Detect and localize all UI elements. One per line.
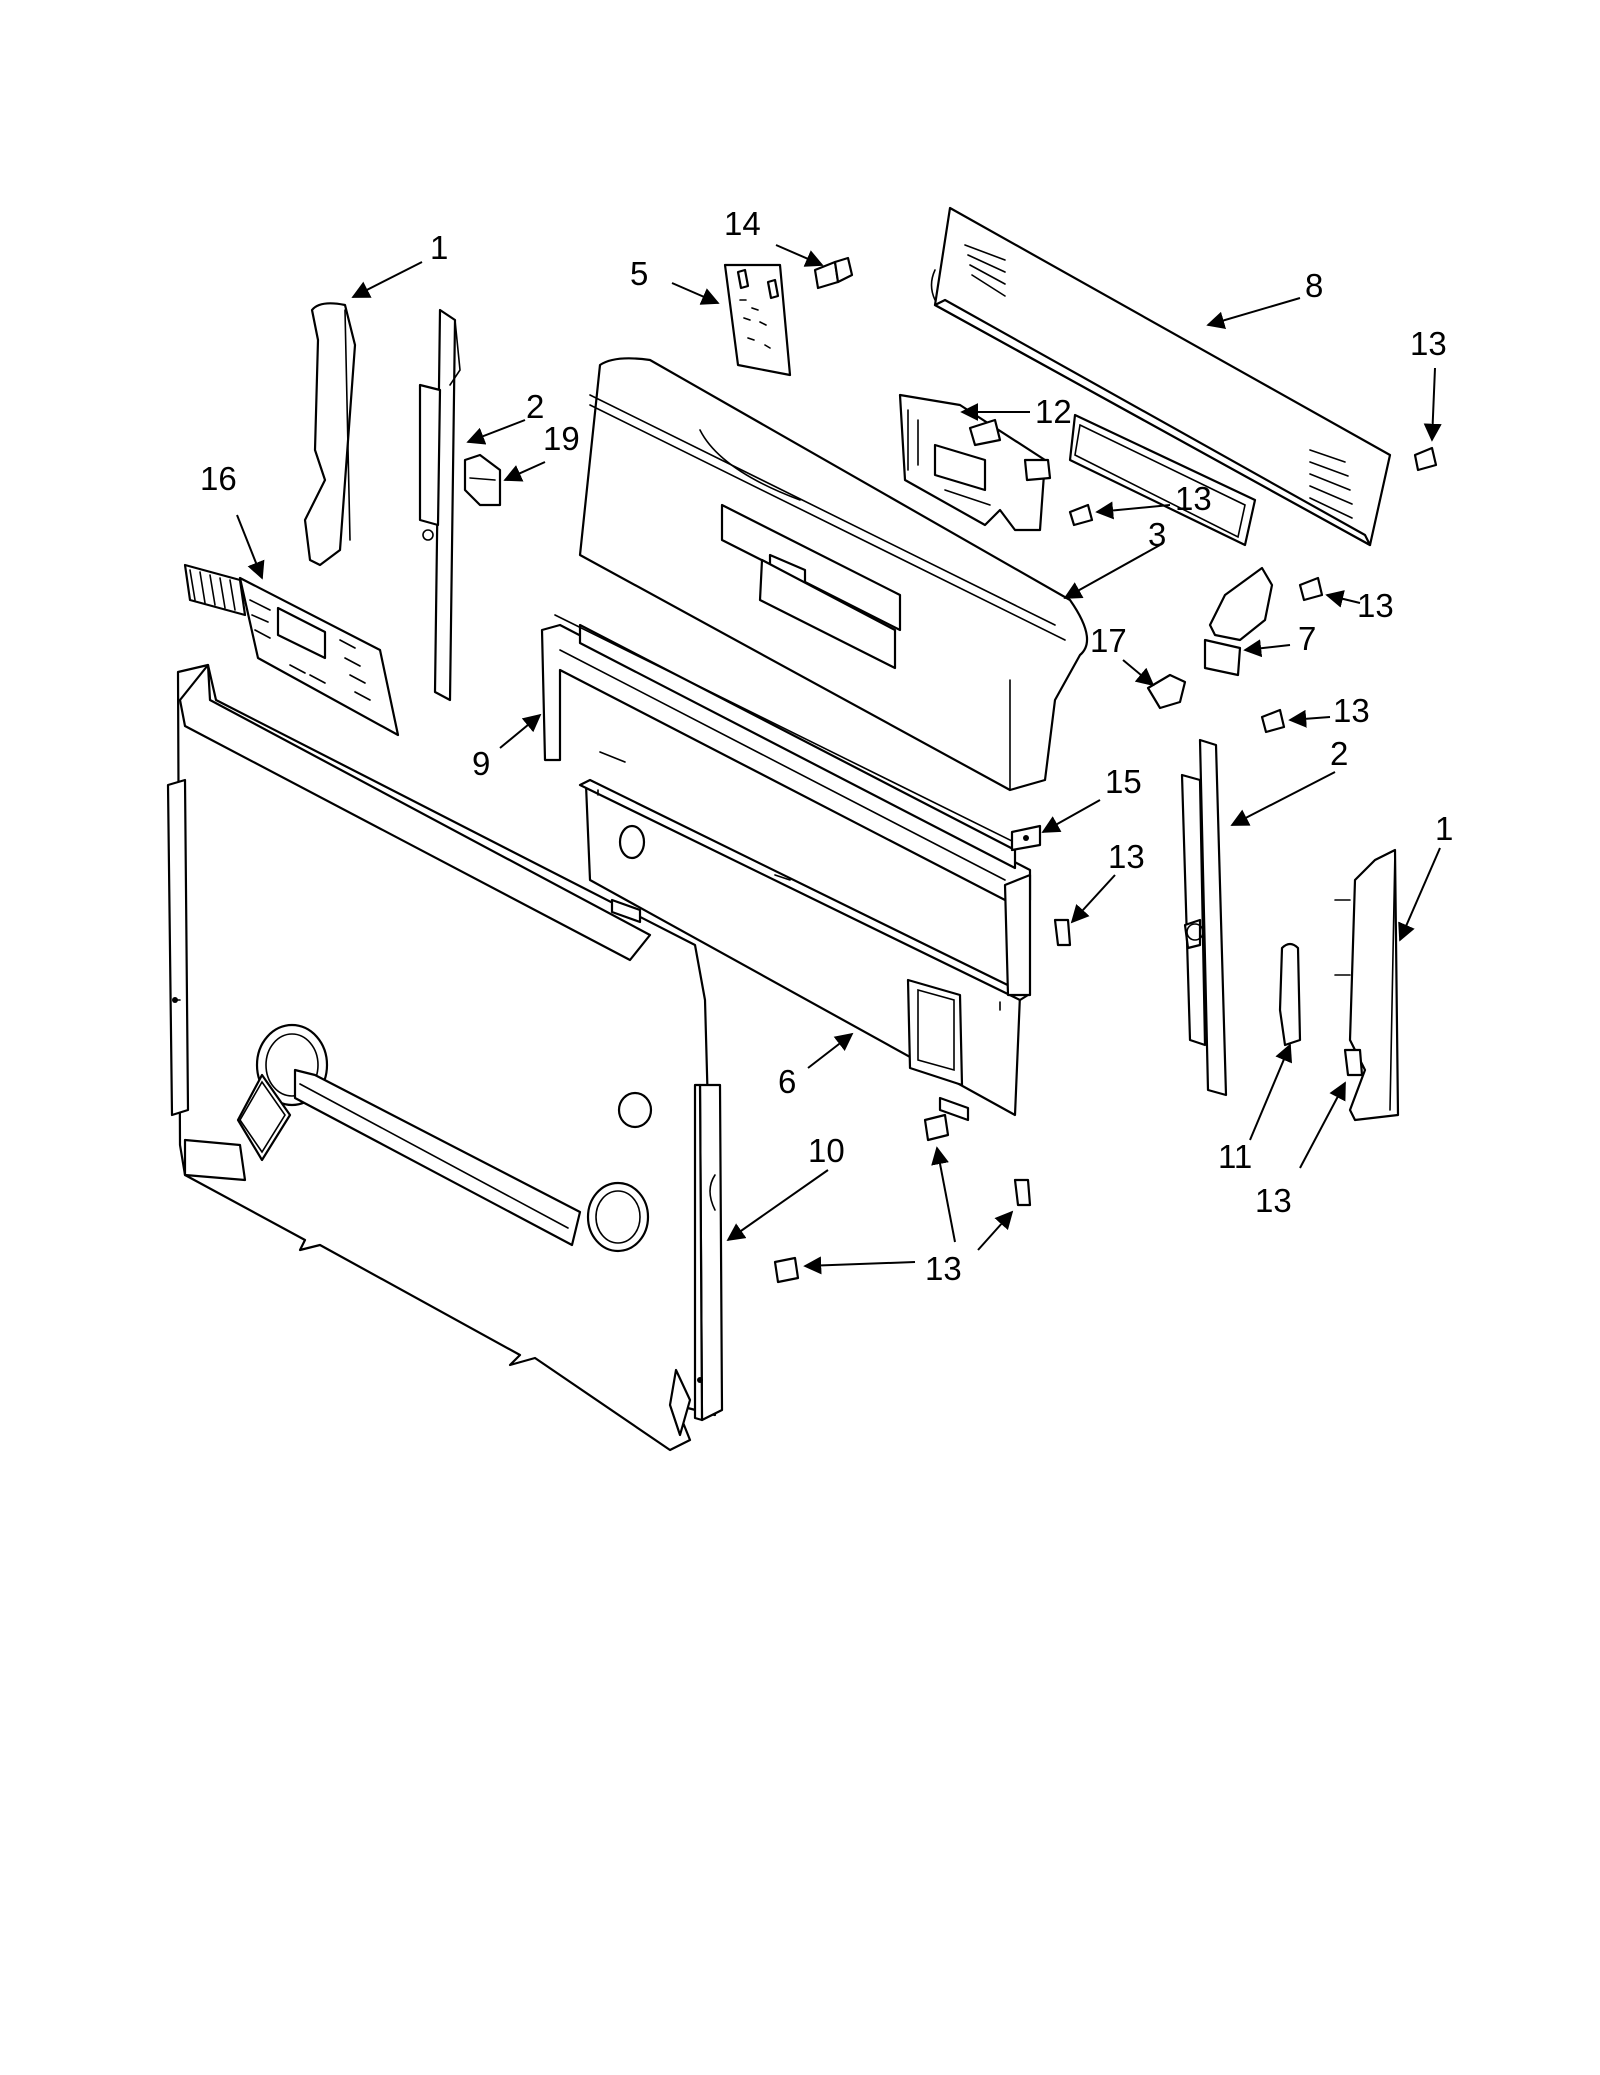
callout-13-board: 13 xyxy=(1175,480,1212,517)
callout-labels: 1 2 19 16 14 5 12 13 3 8 13 13 17 7 13 2… xyxy=(200,205,1453,1287)
callout-19: 19 xyxy=(543,420,580,457)
display-board xyxy=(898,393,1052,532)
callout-2-left: 2 xyxy=(526,388,544,425)
right-side-trim xyxy=(1334,848,1400,1122)
callout-9: 9 xyxy=(472,745,490,782)
knob-17 xyxy=(1146,673,1187,710)
screws-13 xyxy=(773,446,1438,1284)
callout-12: 12 xyxy=(1035,393,1072,430)
callout-13-bottom: 13 xyxy=(925,1250,962,1287)
callout-3: 3 xyxy=(1148,516,1166,553)
callout-5: 5 xyxy=(630,255,648,292)
callout-11: 11 xyxy=(1218,1138,1252,1175)
screw-14 xyxy=(813,256,854,290)
left-side-trim xyxy=(303,302,357,567)
vent-cover xyxy=(930,206,1392,547)
callout-17: 17 xyxy=(1090,622,1127,659)
left-bracket xyxy=(418,308,461,702)
callout-7: 7 xyxy=(1298,620,1316,657)
callout-15: 15 xyxy=(1105,763,1142,800)
tab-15 xyxy=(1010,824,1042,852)
bushing-19 xyxy=(463,453,502,507)
touch-overlay xyxy=(183,563,400,737)
rear-panel xyxy=(166,663,724,1452)
callout-13-right-bottom: 13 xyxy=(1255,1182,1292,1219)
callout-6: 6 xyxy=(778,1063,796,1100)
inner-panel xyxy=(578,778,1030,1122)
callout-1-right: 1 xyxy=(1435,810,1453,847)
callout-13-top-right: 13 xyxy=(1410,325,1447,362)
callout-14: 14 xyxy=(724,205,761,242)
right-bracket xyxy=(1180,738,1228,1097)
callout-13-bracket: 13 xyxy=(1333,692,1370,729)
callout-13-switch: 13 xyxy=(1357,587,1394,624)
callout-leaders xyxy=(236,244,1442,1275)
callout-13-tab: 13 xyxy=(1108,838,1145,875)
switch-bracket xyxy=(1203,566,1274,677)
callout-10: 10 xyxy=(808,1132,845,1169)
manifold-panel xyxy=(540,614,1032,997)
callout-8: 8 xyxy=(1305,267,1323,304)
callout-16: 16 xyxy=(200,460,237,497)
callout-2-right: 2 xyxy=(1330,735,1348,772)
clip-11 xyxy=(1278,942,1302,1047)
callout-1-left: 1 xyxy=(430,229,448,266)
control-console xyxy=(578,357,1089,792)
relay-board xyxy=(723,263,792,377)
